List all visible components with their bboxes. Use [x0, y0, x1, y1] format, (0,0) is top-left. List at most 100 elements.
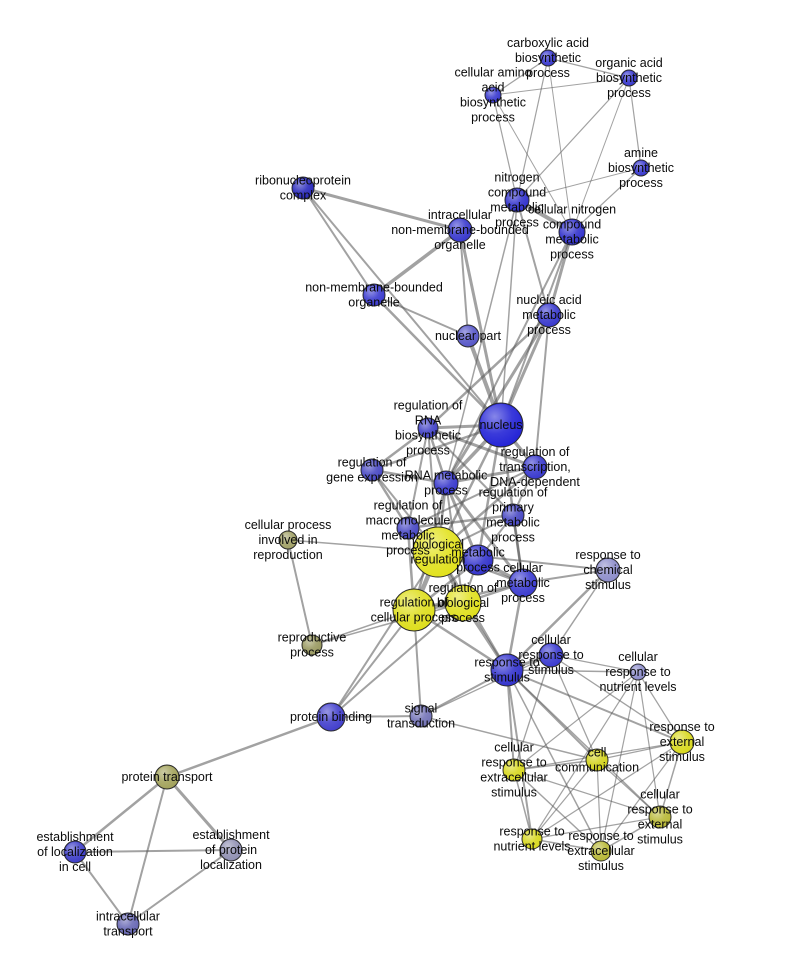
edge-response-to-stimulus--cellular-response-to-external-stimulus [506, 669, 661, 818]
edge-layer [73, 57, 683, 925]
edge-intracellular-non-membrane-bounded-organelle--ribonucleoprotein-complex [301, 186, 462, 232]
edge-cellular-response-to-nutrient-levels--cellular-response-to-external-stimulus [637, 671, 661, 818]
edge-regulation-of-rna-biosynthetic-process--regulation-of-transcription-dna-dependent [426, 426, 537, 469]
edge-establishment-of-localization-in-cell--intracellular-transport [74, 851, 129, 925]
edge-response-to-chemical-stimulus--response-to-stimulus [505, 568, 610, 672]
edge-nitrogen-compound-metabolic-process--nucleic-acid-metabolic-process [516, 199, 550, 316]
edge-protein-transport--establishment-of-localization-in-cell [73, 775, 169, 854]
edge-carboxylic-acid-biosynthetic-process--cellular-amino-acid-biosynthetic-process [492, 57, 549, 96]
edge-cellular-response-to-stimulus--response-to-external-stimulus [550, 654, 683, 743]
edge-cell-communication--response-to-extracellular-stimulus [596, 759, 602, 852]
edge-response-to-external-stimulus--cell-communication [596, 741, 683, 761]
node-label-nuclear-part: nuclear part [435, 329, 502, 343]
edge-protein-binding--protein-transport [165, 715, 333, 779]
edge-response-to-external-stimulus--response-to-nutrient-levels [531, 741, 683, 840]
edge-establishment-of-localization-in-cell--establishment-of-protein-localization [74, 849, 232, 853]
edge-cellular-response-to-stimulus--cellular-response-to-extracellular-stimulus [513, 654, 552, 771]
edge-cellular-response-to-nutrient-levels--response-to-external-stimulus [637, 671, 683, 743]
edge-organic-acid-biosynthetic-process--amine-biosynthetic-process [628, 77, 642, 169]
edge-response-to-stimulus--cellular-response-to-nutrient-levels [506, 669, 639, 673]
edge-cell-communication--signal-transduction [420, 715, 598, 761]
edge-cellular-amino-acid-biosynthetic-process--nitrogen-compound-metabolic-process [492, 94, 518, 201]
edge-organic-acid-biosynthetic-process--cellular-amino-acid-biosynthetic-process [492, 77, 630, 96]
edge-intracellular-non-membrane-bounded-organelle--nuclear-part [459, 229, 469, 337]
edge-regulation-of-rna-biosynthetic-process--regulation-of-primary-metabolic-process [427, 427, 514, 516]
edge-response-to-chemical-stimulus--cellular-response-to-stimulus [550, 569, 609, 656]
edge-ribonucleoprotein-complex--non-membrane-bounded-organelle [302, 187, 375, 296]
edge-cellular-amino-acid-biosynthetic-process--cellular-nitrogen-compound-metabolic-process [492, 94, 573, 233]
edge-response-to-external-stimulus--response-to-extracellular-stimulus [600, 741, 683, 852]
edge-response-to-stimulus--response-to-nutrient-levels [506, 669, 533, 840]
edge-nucleus--regulation-of-gene-expression [370, 423, 503, 472]
edge-cellular-process-involved-in-reproduction--reproductive-process [287, 539, 313, 646]
edge-regulation-of-biological-process--reproductive-process [311, 602, 464, 646]
node-label-nucleus: nucleus [479, 418, 522, 432]
edge-regulation-of-transcription-dna-dependent--rna-metabolic-process [444, 465, 537, 485]
edge-cellular-response-to-extracellular-stimulus--response-to-extracellular-stimulus [513, 769, 602, 852]
edge-response-to-nutrient-levels--response-to-extracellular-stimulus [531, 838, 602, 852]
edge-cell-communication--response-to-nutrient-levels [531, 759, 598, 840]
edge-response-to-external-stimulus--cellular-response-to-external-stimulus [659, 741, 683, 818]
edge-carboxylic-acid-biosynthetic-process--nitrogen-compound-metabolic-process [516, 57, 549, 201]
edge-rna-metabolic-process--cellular-metabolic-process [444, 481, 525, 585]
edge-amine-biosynthetic-process--nitrogen-compound-metabolic-process [516, 167, 642, 201]
edge-non-membrane-bounded-organelle--nucleus [372, 293, 503, 427]
edge-cellular-response-to-extracellular-stimulus--cellular-response-to-external-stimulus [513, 769, 661, 818]
edge-non-membrane-bounded-organelle--nuclear-part [373, 294, 469, 337]
edge-organic-acid-biosynthetic-process--cellular-nitrogen-compound-metabolic-process [571, 77, 630, 233]
edge-cell-communication--cellular-response-to-external-stimulus [596, 759, 661, 818]
edge-cellular-response-to-external-stimulus--response-to-nutrient-levels [531, 816, 661, 840]
edge-cellular-response-to-nutrient-levels--response-to-nutrient-levels [531, 671, 639, 840]
edge-regulation-of-gene-expression--rna-metabolic-process [370, 468, 448, 485]
edge-nucleic-acid-metabolic-process--rna-metabolic-process [444, 313, 551, 485]
edge-nucleus--metabolic-process [476, 423, 503, 562]
edge-response-to-stimulus--cellular-response-to-extracellular-stimulus [506, 669, 515, 771]
edge-cellular-response-to-stimulus--signal-transduction [420, 654, 552, 717]
edge-regulation-of-transcription-dna-dependent--regulation-of-macromolecule-metabolic-process [407, 466, 536, 529]
edge-regulation-of-biological-process--protein-binding [330, 602, 464, 718]
edge-nucleic-acid-metabolic-process--regulation-of-transcription-dna-dependent [534, 314, 550, 468]
edge-response-to-stimulus--response-to-extracellular-stimulus [506, 669, 602, 852]
edge-cellular-nitrogen-compound-metabolic-process--nucleic-acid-metabolic-process [547, 230, 574, 317]
edge-cellular-response-to-extracellular-stimulus--response-to-nutrient-levels [513, 769, 533, 840]
edge-cellular-response-to-nutrient-levels--cellular-response-to-extracellular-stimulus [513, 671, 639, 771]
edge-establishment-of-protein-localization--intracellular-transport [127, 849, 232, 925]
edge-cellular-response-to-stimulus--cellular-response-to-nutrient-levels [550, 654, 639, 673]
edge-protein-binding--signal-transduction [330, 715, 422, 718]
edge-cellular-response-to-nutrient-levels--response-to-extracellular-stimulus [600, 671, 639, 852]
edge-intracellular-non-membrane-bounded-organelle--non-membrane-bounded-organelle [372, 228, 462, 297]
